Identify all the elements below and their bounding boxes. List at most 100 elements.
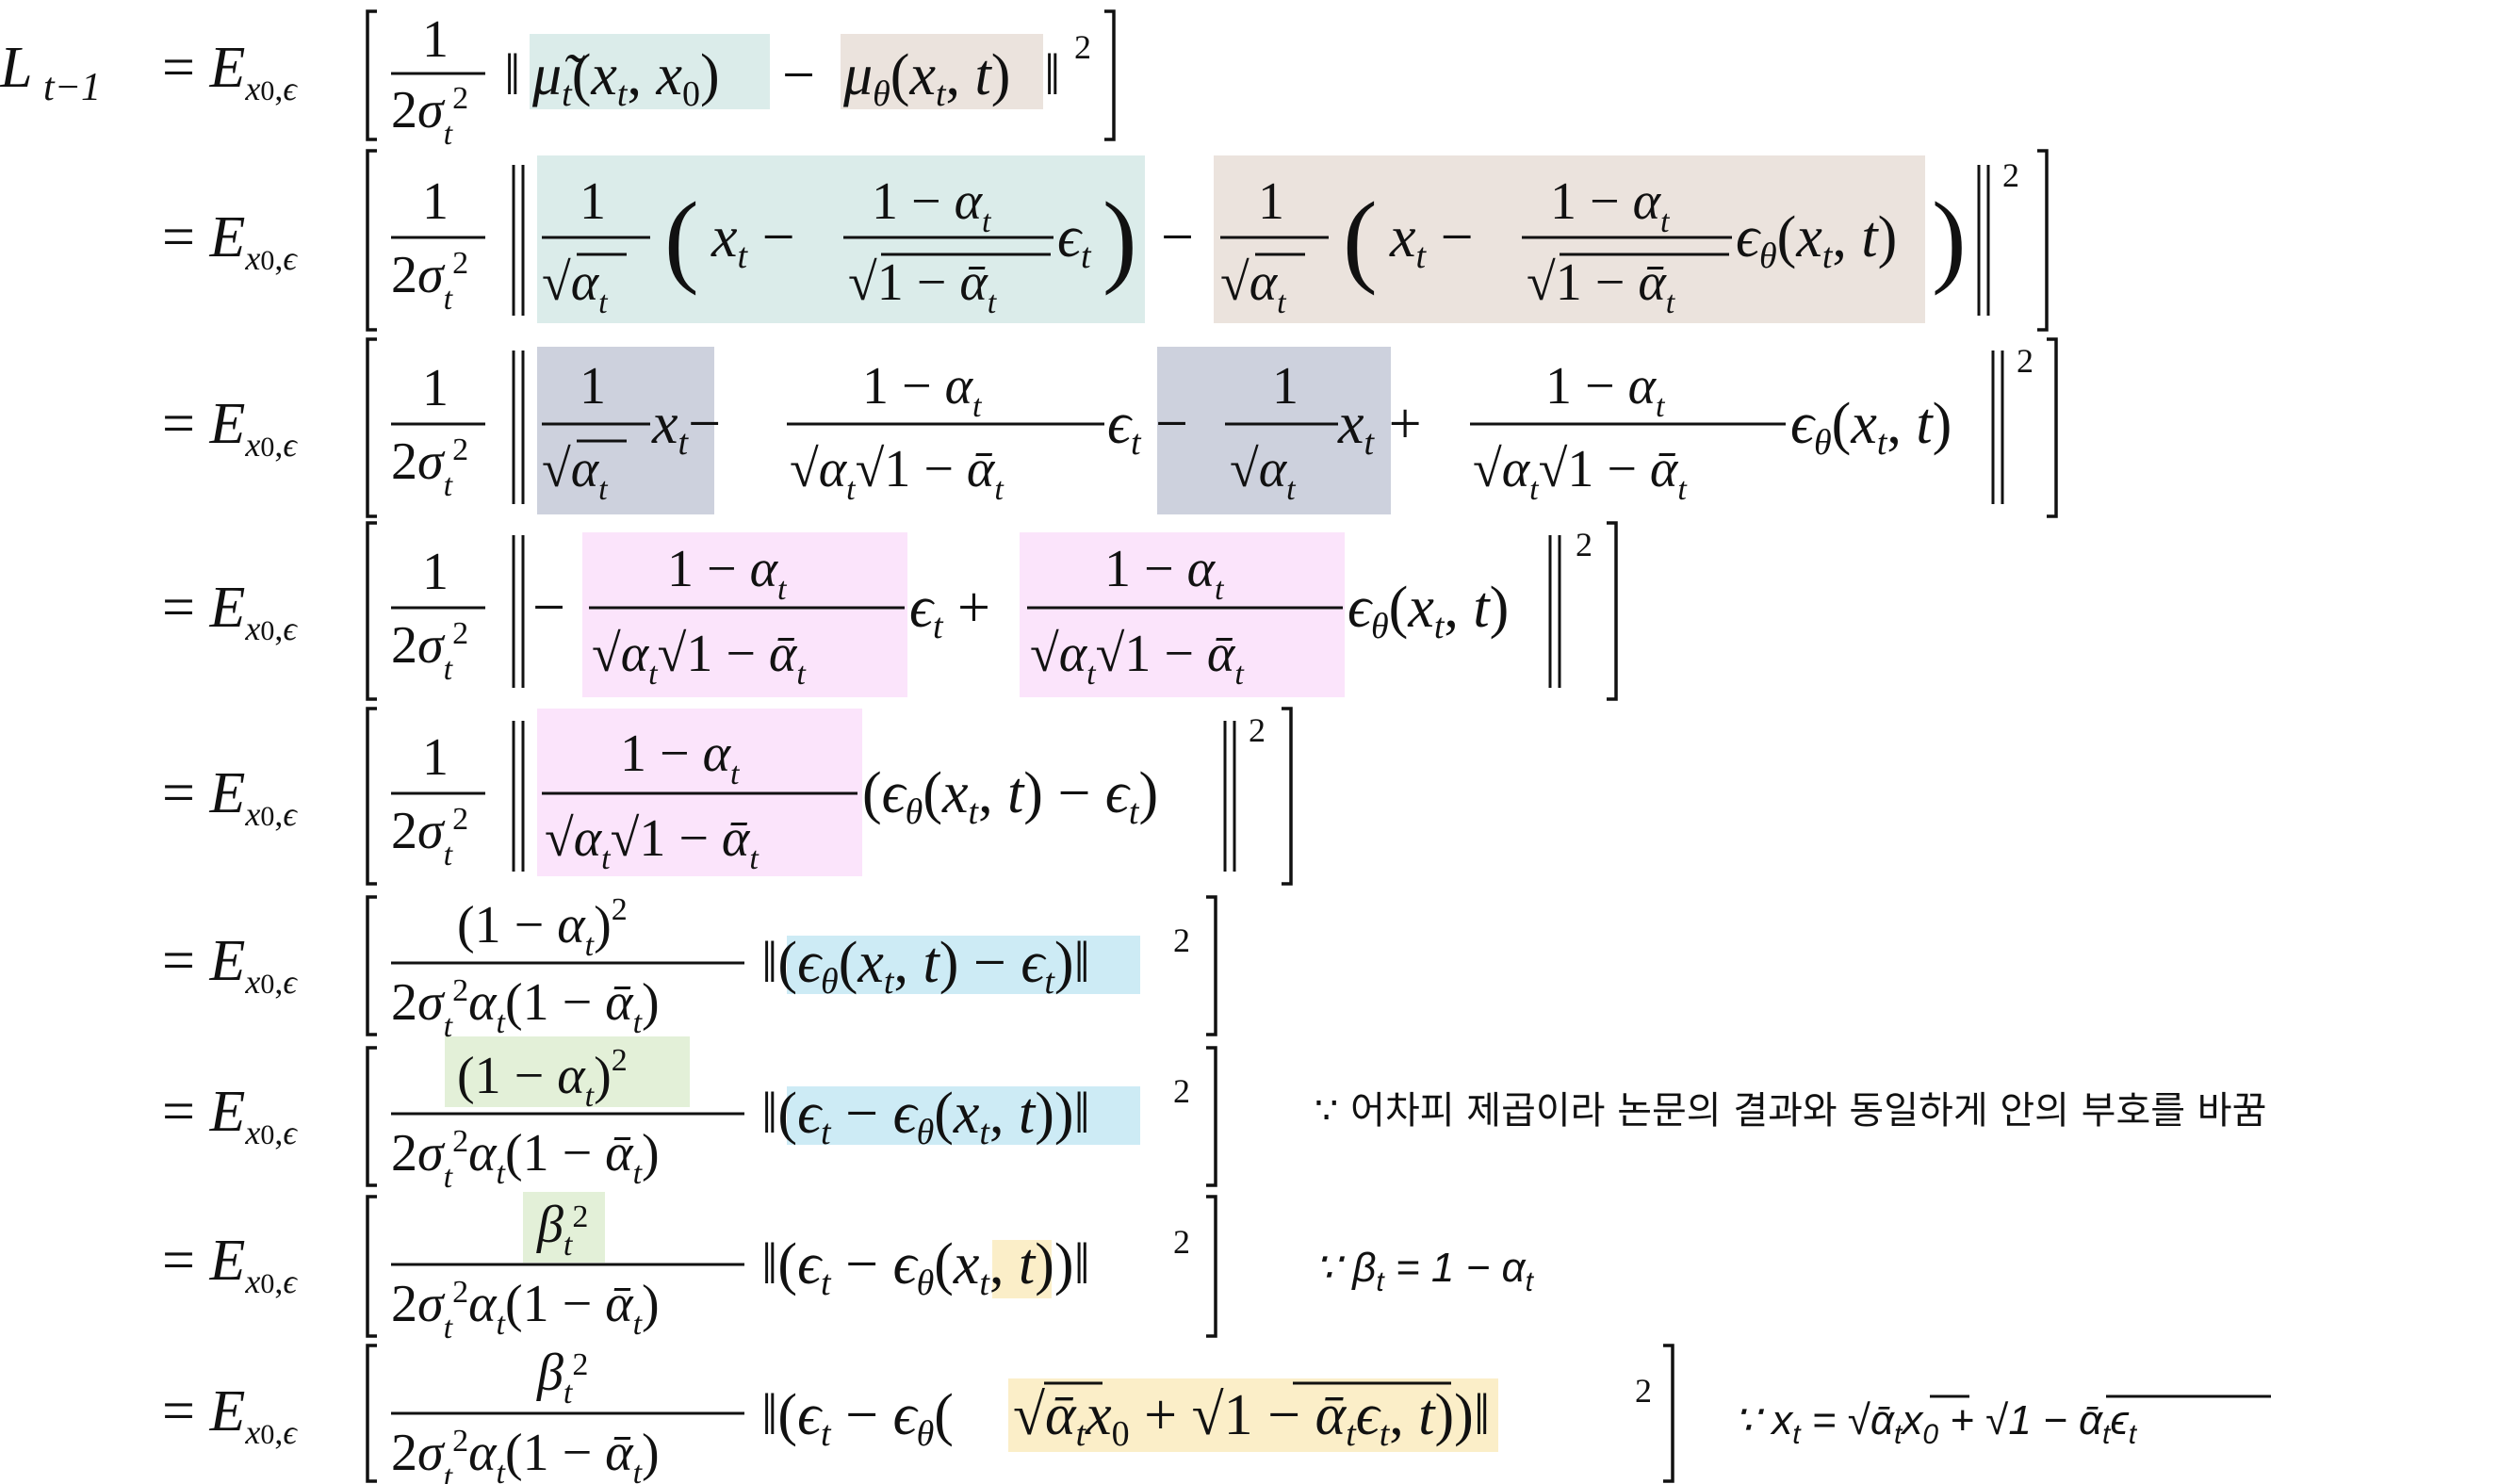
svg-text:√αt: √αt (542, 440, 609, 507)
mu-tilde: μ̃t(xt, x0) (531, 43, 720, 114)
lhs: L t−1 (0, 36, 101, 109)
svg-text:√αt: √αt (1230, 440, 1297, 507)
svg-text:2σt2αt(1 − ᾱt): 2σt2αt(1 − ᾱt) (391, 1275, 660, 1345)
svg-text:xt −: xt − (1389, 205, 1474, 276)
svg-text:√αt: √αt (1220, 253, 1287, 320)
svg-text:ϵθ(xt, t): ϵθ(xt, t) (1790, 392, 1952, 463)
svg-text:2σt2: 2σt2 (391, 432, 468, 503)
svg-text:ϵt −: ϵt − (1107, 392, 1188, 463)
highlight-mu-tilde-expanded (537, 155, 1145, 323)
line-1: = Ex0,ϵ 1 2σt2 ‖ μ̃t(xt, x0) − μθ(xt, t)… (162, 9, 1116, 152)
svg-text:= Ex0,ϵ: = Ex0,ϵ (162, 392, 298, 464)
svg-text:1: 1 (422, 359, 449, 417)
line-8: = Ex0,ϵ βt2 2σt2αt(1 − ᾱt) ‖(ϵt − ϵθ(xt,… (162, 1195, 1535, 1345)
svg-text:1 − αt: 1 − αt (620, 725, 741, 791)
svg-text:1 − αt: 1 − αt (872, 172, 992, 239)
svg-text:2: 2 (1635, 1372, 1652, 1410)
eq-prefix: = Ex0,ϵ (162, 205, 298, 277)
denominator: 2σt2 (391, 81, 468, 152)
highlight-eps-diff-1 (787, 936, 1140, 994)
svg-text:√αt: √αt (542, 253, 609, 320)
eq-prefix: = Ex0,ϵ (162, 36, 298, 107)
note-beta-definition: ∵ βt = 1 − αt (1315, 1245, 1535, 1297)
lhs-subscript: t−1 (43, 66, 101, 109)
svg-text:1: 1 (422, 172, 449, 231)
highlight-xt-term-2 (1157, 347, 1391, 514)
svg-text:xt−: xt− (651, 392, 721, 463)
note-xt-definition: ∵ xt = √ᾱtx0 + √1 − ᾱtϵt (1734, 1397, 2138, 1450)
svg-text:= Ex0,ϵ: = Ex0,ϵ (162, 1379, 298, 1451)
svg-text:(: ( (1343, 181, 1378, 296)
svg-text:√αt√1 − ᾱt: √αt√1 − ᾱt (1473, 440, 1688, 507)
svg-text:2: 2 (1173, 1223, 1190, 1261)
svg-text:= Ex0,ϵ: = Ex0,ϵ (162, 761, 298, 833)
svg-text:2: 2 (1249, 711, 1266, 749)
svg-text:= Ex0,ϵ: = Ex0,ϵ (162, 1080, 298, 1151)
svg-text:ϵθ(xt, t): ϵθ(xt, t) (1348, 576, 1509, 646)
svg-text:‖(ϵt − ϵθ(: ‖(ϵt − ϵθ( (761, 1383, 954, 1454)
svg-text:βt2: βt2 (536, 1196, 588, 1263)
svg-text:1: 1 (580, 357, 606, 416)
highlight-coef-2 (1020, 532, 1345, 697)
svg-text:ϵt: ϵt (1057, 205, 1092, 276)
highlight-xt-substituted (1008, 1378, 1498, 1452)
highlight-xt (992, 1240, 1052, 1298)
svg-text:ϵθ(xt, t): ϵθ(xt, t) (1736, 205, 1897, 276)
highlight-mu-theta (841, 34, 1043, 109)
highlight-eps-diff-2 (787, 1086, 1140, 1145)
line-9: = Ex0,ϵ βt2 2σt2αt(1 − ᾱt) ‖(ϵt − ϵθ( √ᾱ… (162, 1344, 2271, 1484)
svg-text:βt2: βt2 (536, 1344, 588, 1411)
highlight-mu-theta-expanded (1214, 155, 1925, 323)
svg-text:1: 1 (1258, 172, 1284, 231)
svg-text:1 − αt: 1 − αt (667, 540, 788, 607)
svg-text:2: 2 (1173, 1072, 1190, 1110)
svg-text:ϵt +: ϵt + (909, 576, 990, 646)
svg-text:1: 1 (422, 728, 449, 787)
line-3: = Ex0,ϵ 1 2σt2 1 √αt xt− 1 − αt √αt√1 − … (162, 337, 2058, 518)
svg-text:(ϵθ(xt, t) − ϵt): (ϵθ(xt, t) − ϵt) (862, 761, 1158, 832)
svg-text:xt +: xt + (1337, 392, 1422, 463)
svg-text:1: 1 (580, 172, 606, 231)
svg-text:‖(ϵt − ϵθ(xt, t))‖: ‖(ϵt − ϵθ(xt, t))‖ (761, 1232, 1090, 1303)
svg-text:1 − αt: 1 − αt (1550, 172, 1671, 239)
svg-text:(1 − αt)2: (1 − αt)2 (457, 1043, 628, 1114)
square: 2 (1074, 28, 1091, 66)
highlight-numerator-1 (445, 1036, 690, 1107)
svg-text:√αt√1 − ᾱt: √αt√1 − ᾱt (592, 625, 807, 692)
svg-text:= Ex0,ϵ: = Ex0,ϵ (162, 1229, 298, 1300)
line-5: = Ex0,ϵ 1 2σt2 1 − αt √αt√1 − ᾱt (ϵθ(xt,… (162, 707, 1293, 886)
svg-text:2: 2 (2002, 156, 2019, 194)
svg-text:2σt2αt(1 − ᾱt): 2σt2αt(1 − ᾱt) (391, 1124, 660, 1195)
svg-text:√αt√1 − ᾱt: √αt√1 − ᾱt (790, 440, 1004, 507)
highlight-coef-1 (582, 532, 907, 697)
norm-close: ‖ (1044, 43, 1060, 107)
highlight-beta-sq (523, 1192, 605, 1263)
numerator-one: 1 (422, 10, 449, 69)
svg-text:2σt2: 2σt2 (391, 616, 468, 687)
svg-text:√αt√1 − ᾱt: √αt√1 − ᾱt (1030, 625, 1245, 692)
svg-text:√ᾱtx0 + √1 − ᾱtϵt, t))‖: √ᾱtx0 + √1 − ᾱtϵt, t))‖ (1013, 1383, 1490, 1454)
svg-text:2σt2αt(1 − ᾱt): 2σt2αt(1 − ᾱt) (391, 1424, 660, 1484)
svg-text:2: 2 (1173, 921, 1190, 959)
svg-text:√αt√1 − ᾱt: √αt√1 − ᾱt (545, 809, 760, 876)
line-7: = Ex0,ϵ (1 − αt)2 2σt2αt(1 − ᾱt) ‖(ϵt − … (162, 1043, 2266, 1195)
svg-text:√1 − ᾱt: √1 − ᾱt (848, 253, 998, 320)
highlight-mu-tilde (530, 34, 770, 109)
svg-text:2: 2 (2017, 342, 2034, 380)
svg-text:√1 − ᾱt: √1 − ᾱt (1527, 253, 1676, 320)
svg-text:1 − αt: 1 − αt (1104, 540, 1225, 607)
svg-text:1 − αt: 1 − αt (862, 357, 983, 424)
svg-text:(1 − αt)2: (1 − αt)2 (457, 892, 628, 963)
svg-text:): ) (1932, 181, 1967, 296)
paren-open: ( (664, 181, 699, 296)
highlight-xt-term-1 (537, 347, 714, 514)
svg-text:−: − (532, 576, 565, 640)
minus: − (782, 43, 815, 107)
mu-theta: μθ(xt, t) (842, 43, 1010, 114)
svg-text:1 − αt: 1 − αt (1545, 357, 1666, 424)
svg-text:1: 1 (422, 543, 449, 601)
lhs-L: L (0, 36, 32, 100)
svg-text:2σt2: 2σt2 (391, 802, 468, 872)
svg-text:2: 2 (1576, 526, 1592, 563)
